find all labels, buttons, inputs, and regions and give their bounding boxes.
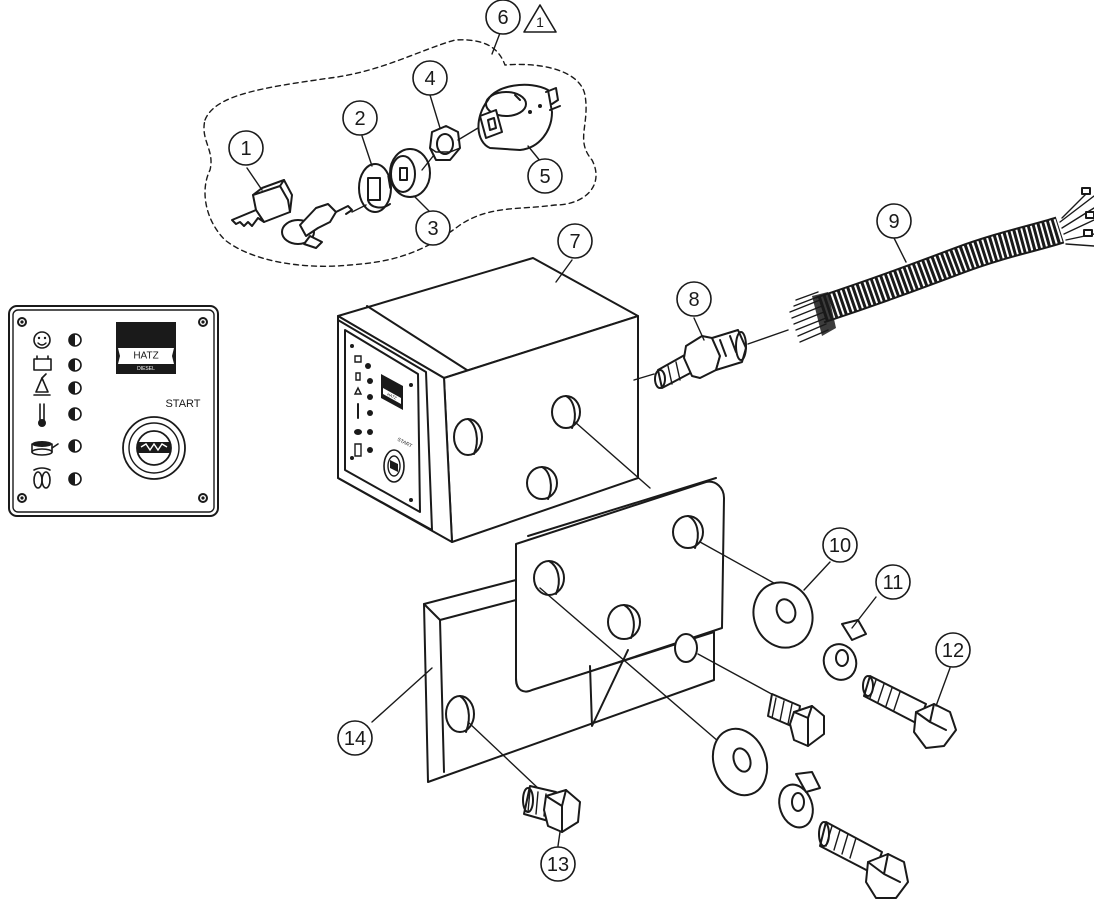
callout-circle — [822, 527, 858, 563]
callout-1: 1 — [228, 130, 264, 166]
logo-text-bottom: DIESEL — [137, 366, 155, 372]
callout-14: 14 — [337, 720, 373, 756]
callout-12: 12 — [935, 632, 971, 668]
cable-connector — [633, 329, 789, 389]
callout-number: 7 — [569, 231, 580, 253]
bracket-hole — [607, 604, 641, 640]
control-box-housing: HATZ START — [337, 257, 651, 543]
housing-hole — [551, 395, 581, 429]
key-switch-kit-outline — [203, 39, 597, 267]
set-screw — [522, 785, 581, 833]
indicator-lamp-icon — [68, 358, 82, 372]
revision-mark: 1 — [536, 14, 544, 30]
indicator-lamp-icon — [68, 439, 82, 453]
air-filter-icon — [31, 441, 59, 456]
hex-bolt — [818, 821, 909, 899]
hatz-logo: HATZ DIESEL — [116, 322, 176, 374]
key-switch-icon — [122, 416, 186, 480]
callout-circle — [485, 0, 521, 35]
flat-washer — [752, 581, 814, 649]
callout-number: 2 — [354, 108, 365, 130]
callout-number: 9 — [888, 211, 899, 233]
bracket-hole — [674, 633, 698, 663]
callout-10: 10 — [822, 527, 858, 563]
ignition-keys — [231, 179, 353, 249]
mounting-bracket — [423, 477, 791, 791]
callout-circle — [415, 210, 451, 246]
callout-circle — [228, 130, 264, 166]
logo-text-top: HATZ — [133, 351, 158, 362]
callout-number: 12 — [942, 640, 964, 662]
indicator-lamp-icon — [68, 333, 82, 347]
callout-3: 3 — [415, 210, 451, 246]
callout-circle — [676, 281, 712, 317]
panel-screw-icon — [17, 493, 27, 503]
box-key-switch-icon — [383, 449, 405, 483]
temperature-icon — [38, 403, 46, 427]
callout-number: 6 — [497, 7, 508, 29]
callout-circle — [527, 158, 563, 194]
housing-hole — [453, 418, 483, 456]
callout-8: 8 — [676, 281, 712, 317]
callout-circle — [935, 632, 971, 668]
revision-triangle-icon: 1 — [523, 4, 557, 33]
callout-number: 8 — [688, 289, 699, 311]
callout-circle — [337, 720, 373, 756]
hex-nut — [429, 125, 461, 161]
hex-bolt — [862, 675, 957, 749]
panel-screw-icon — [17, 317, 27, 327]
control-panel-front-view: HATZ DIESEL START — [8, 305, 219, 517]
set-screw — [767, 693, 825, 747]
callout-7: 7 — [557, 223, 593, 259]
wiring-harness — [789, 187, 1094, 343]
callout-circle — [557, 223, 593, 259]
callout-number: 13 — [547, 854, 569, 876]
smiley-icon — [33, 331, 51, 349]
callout-13: 13 — [540, 846, 576, 882]
box-panel-logo: HATZ — [381, 374, 403, 410]
glow-plug-icon — [33, 467, 51, 489]
switch-bezel — [387, 148, 431, 198]
callout-circle — [875, 564, 911, 600]
callout-number: 5 — [539, 166, 550, 188]
lock-washer — [822, 619, 867, 681]
callout-circle — [342, 100, 378, 136]
indicator-lamp-icon — [68, 381, 82, 395]
leader-lines — [246, 32, 951, 847]
switch-cover-disk — [358, 163, 392, 213]
indicator-lamp-icon — [68, 407, 82, 421]
callout-circle — [412, 60, 448, 96]
callout-9: 9 — [876, 203, 912, 239]
callout-number: 4 — [424, 68, 435, 90]
flat-washer — [711, 727, 769, 797]
bracket-hole — [445, 695, 475, 733]
callout-4: 4 — [412, 60, 448, 96]
start-label: START — [165, 398, 200, 410]
callout-number: 1 — [240, 138, 251, 160]
callout-number: 11 — [883, 572, 904, 594]
bracket-hole — [672, 515, 704, 549]
callout-circle — [876, 203, 912, 239]
callout-number: 10 — [829, 535, 851, 557]
callout-number: 3 — [427, 218, 438, 240]
box-logo-text: HATZ — [386, 391, 398, 400]
panel-screw-icon — [198, 493, 208, 503]
panel-screw-icon — [198, 317, 208, 327]
bracket-hole — [533, 560, 565, 596]
box-panel-lamps-icon — [353, 355, 373, 457]
oil-pressure-icon — [33, 373, 51, 396]
battery-icon — [33, 355, 52, 371]
callout-2: 2 — [342, 100, 378, 136]
lock-washer — [778, 771, 821, 829]
ignition-switch-body — [477, 83, 561, 151]
callout-5: 5 — [527, 158, 563, 194]
callout-6: 6 — [485, 0, 521, 35]
indicator-lamp-icon — [68, 472, 82, 486]
housing-hole — [526, 466, 558, 500]
callout-number: 14 — [344, 728, 366, 750]
callout-circle — [540, 846, 576, 882]
callout-11: 11 — [875, 564, 911, 600]
